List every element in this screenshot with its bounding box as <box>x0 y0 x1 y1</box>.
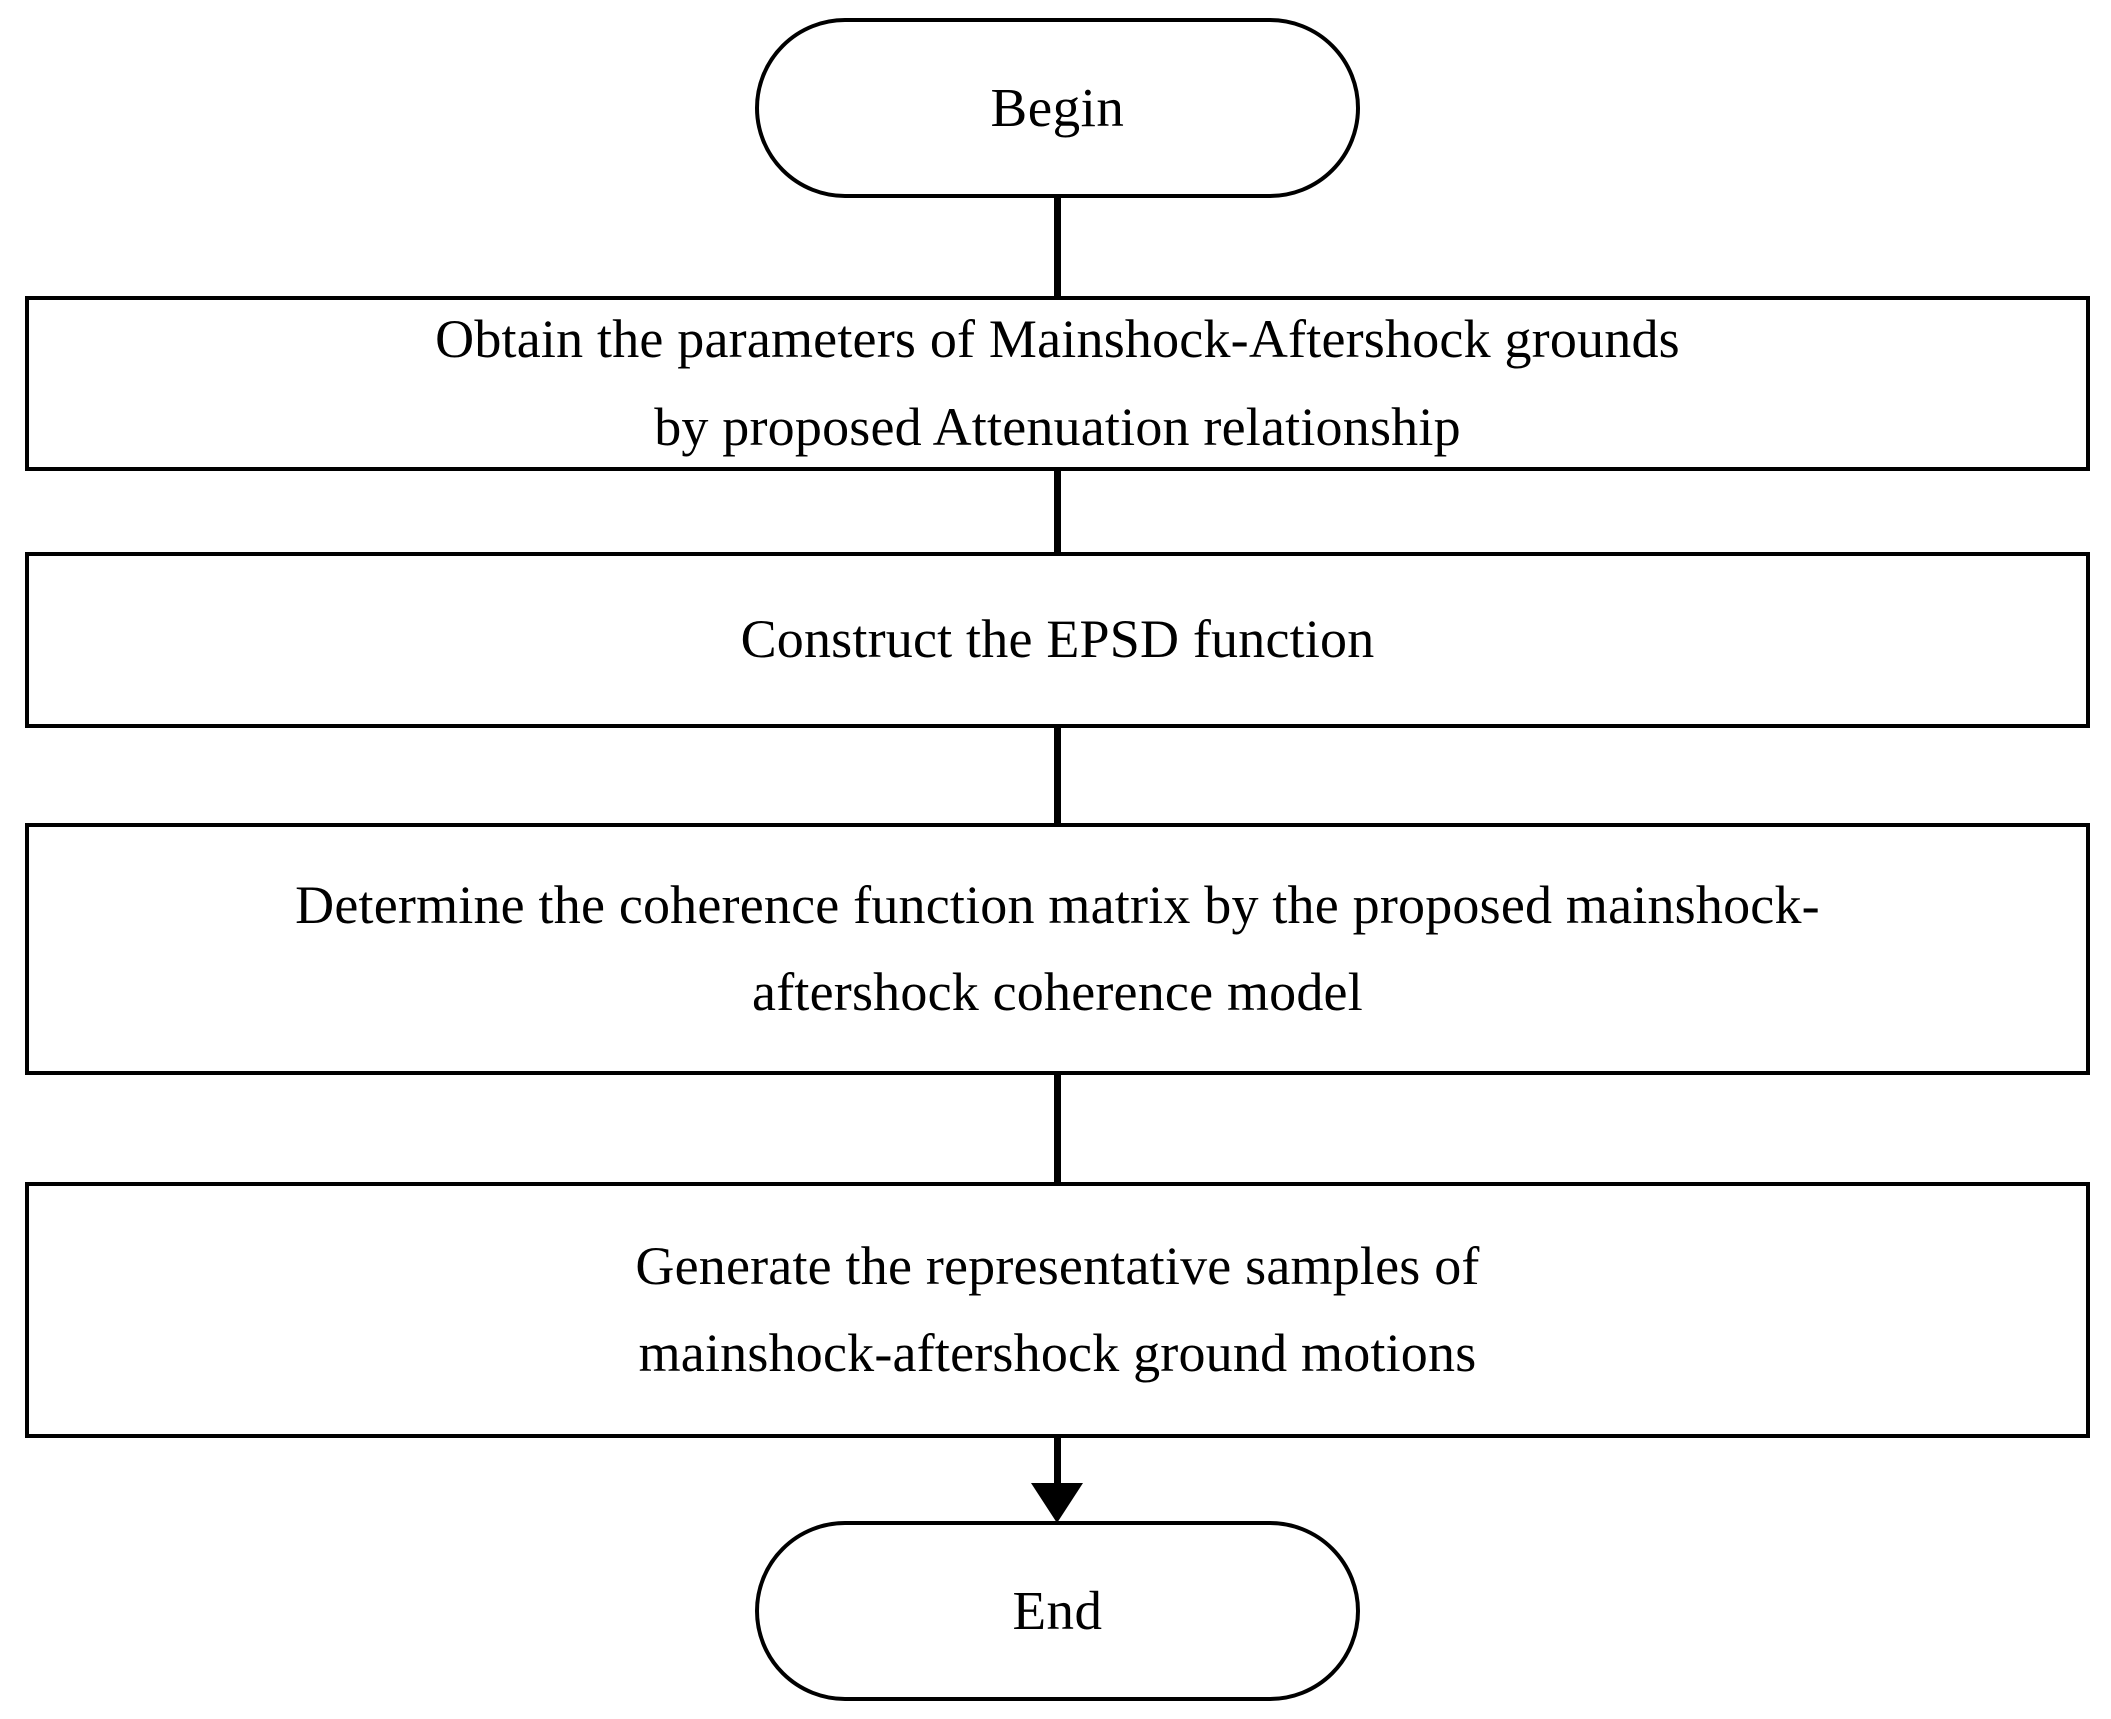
connector-step3-to-step4 <box>1054 1073 1061 1184</box>
connector-step4-to-end <box>1054 1436 1061 1500</box>
node-begin[interactable]: Begin <box>755 18 1360 198</box>
connector-begin-to-step1 <box>1054 196 1061 298</box>
node-step3-label: Determine the coherence function matrix … <box>295 874 1820 1022</box>
node-step2[interactable]: Construct the EPSD function <box>25 552 2090 728</box>
node-end-label: End <box>1012 1580 1103 1642</box>
node-begin-label: Begin <box>990 77 1125 139</box>
node-step1[interactable]: Obtain the parameters of Mainshock-After… <box>25 296 2090 471</box>
connector-step1-to-step2 <box>1054 469 1061 554</box>
node-step4-label: Generate the representative samples of m… <box>635 1235 1480 1383</box>
node-step2-label: Construct the EPSD function <box>740 609 1375 670</box>
node-end[interactable]: End <box>755 1521 1360 1701</box>
node-step1-label: Obtain the parameters of Mainshock-After… <box>435 309 1680 457</box>
node-step4[interactable]: Generate the representative samples of m… <box>25 1182 2090 1438</box>
arrow-down-icon <box>1031 1483 1083 1523</box>
node-step3[interactable]: Determine the coherence function matrix … <box>25 823 2090 1075</box>
connector-step2-to-step3 <box>1054 726 1061 825</box>
